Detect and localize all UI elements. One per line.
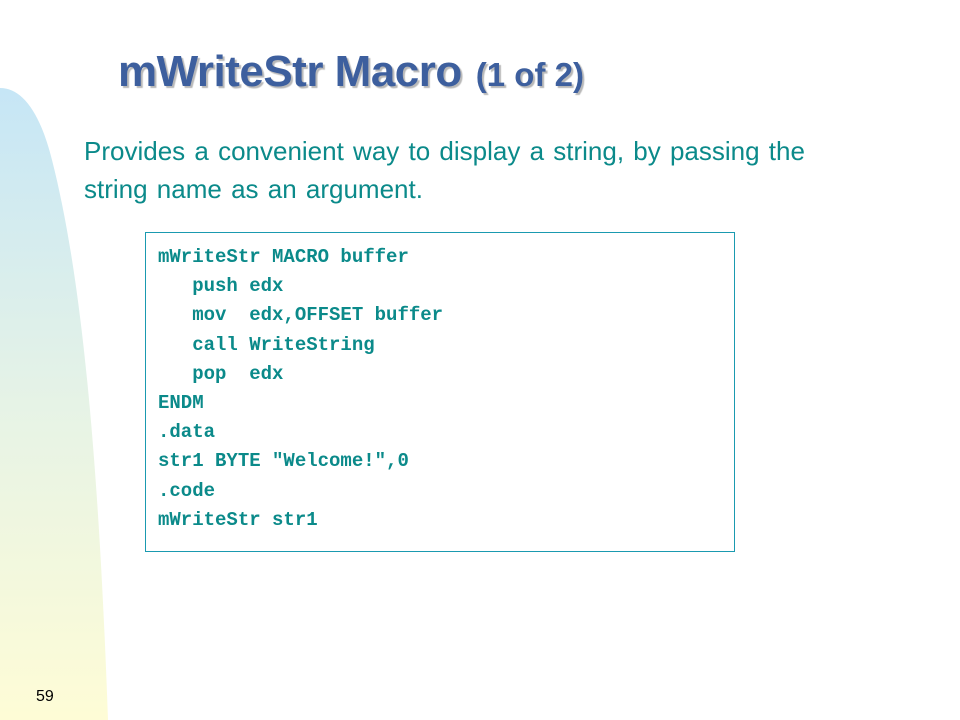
- slide-title: mWriteStr Macro (1 of 2): [118, 50, 584, 94]
- code-line: mWriteStr str1: [158, 508, 318, 531]
- title-main: mWriteStr Macro: [118, 47, 462, 96]
- code-line: .data: [158, 421, 216, 444]
- code-line: call WriteString: [158, 333, 375, 356]
- code-box: mWriteStr MACRO buffer push edx mov edx,…: [145, 232, 735, 552]
- code-line: str1 BYTE "Welcome!",0: [158, 450, 409, 473]
- intro-text: Provides a convenient way to display a s…: [84, 136, 805, 204]
- code-line: mov edx,OFFSET buffer: [158, 304, 444, 327]
- page-number: 59: [36, 688, 54, 705]
- code-line: .code: [158, 479, 216, 502]
- code-line: ENDM: [158, 392, 204, 415]
- code-line: pop edx: [158, 362, 284, 385]
- title-sub: (1 of 2): [475, 56, 584, 93]
- code-line: mWriteStr MACRO buffer: [158, 246, 409, 268]
- code-line: push edx: [158, 275, 284, 298]
